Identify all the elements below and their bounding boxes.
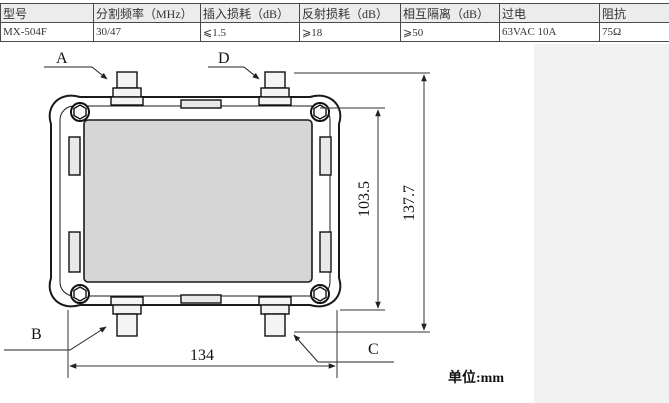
splitter-housing <box>48 94 342 308</box>
cell-return-loss: ⩾18 <box>299 22 401 42</box>
unit-note: 单位:mm <box>448 369 504 386</box>
header-return-loss: 反射损耗（dB） <box>299 3 401 23</box>
label-port-b: B <box>31 326 42 343</box>
side-panel <box>534 44 669 403</box>
header-power-pass: 过电 <box>499 3 600 23</box>
screw-top-left <box>70 102 90 122</box>
cell-model: MX-504F <box>0 22 94 42</box>
screw-bottom-right <box>310 284 330 304</box>
tab-left-upper <box>68 136 81 176</box>
cell-power-pass: 63VAC 10A <box>499 22 600 42</box>
mounting-tabs <box>68 99 332 304</box>
dim-outer-height-value: 137.7 <box>401 185 418 221</box>
label-port-a: A <box>56 50 68 67</box>
tab-right-upper <box>319 136 332 176</box>
port-labels: A D B C <box>4 50 394 363</box>
spec-table: 型号 分割频率（MHz） 插入损耗（dB） 反射损耗（dB） 相互隔离（dB） … <box>0 3 669 42</box>
tab-bottom-center <box>180 294 222 304</box>
screw-bottom-left <box>70 284 90 304</box>
connector-a <box>110 71 144 106</box>
header-isolation: 相互隔离（dB） <box>400 3 500 23</box>
dim-width-value: 134 <box>190 347 214 364</box>
dimension-drawing: A D B C 134 103.5 137.7 单位:mm <box>4 50 504 386</box>
tab-top-center <box>180 99 222 109</box>
cell-insertion-loss: ⩽1.5 <box>200 22 300 42</box>
header-impedance: 阻抗 <box>599 3 669 23</box>
connector-d <box>258 71 292 106</box>
connector-b <box>110 296 144 337</box>
cell-isolation: ⩾50 <box>400 22 500 42</box>
spec-data-row: MX-504F 30/47 ⩽1.5 ⩾18 ⩾50 63VAC 10A 75Ω <box>0 22 669 42</box>
header-insertion-loss: 插入损耗（dB） <box>200 3 300 23</box>
label-port-d: D <box>218 50 230 67</box>
dim-inner-height-value: 103.5 <box>356 181 373 217</box>
screw-top-right <box>310 102 330 122</box>
dimension-lines <box>67 72 430 378</box>
dimension-values: 134 103.5 137.7 <box>190 181 418 364</box>
header-split-frequency: 分割频率（MHz） <box>93 3 201 23</box>
header-model: 型号 <box>0 3 94 23</box>
tab-right-lower <box>319 231 332 273</box>
spec-header-row: 型号 分割频率（MHz） 插入损耗（dB） 反射损耗（dB） 相互隔离（dB） … <box>0 3 669 23</box>
connector-c <box>258 296 292 337</box>
housing-lid <box>83 119 313 283</box>
tab-left-lower <box>68 231 81 273</box>
label-port-c: C <box>368 341 379 358</box>
cell-impedance: 75Ω <box>599 22 669 42</box>
cell-split-frequency: 30/47 <box>93 22 201 42</box>
